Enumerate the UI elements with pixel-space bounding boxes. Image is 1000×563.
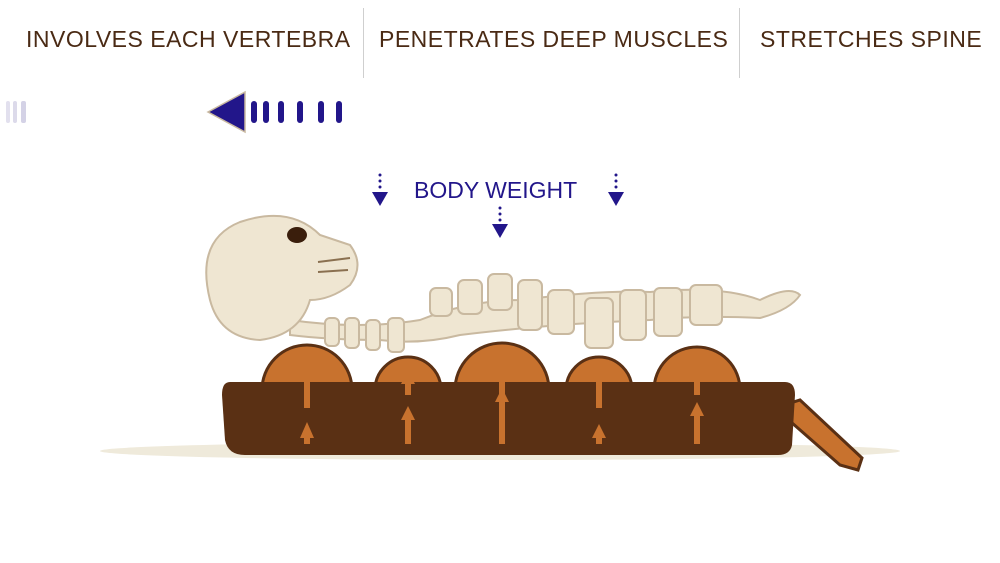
body-weight-label: BODY WEIGHT bbox=[414, 177, 578, 203]
divider bbox=[363, 8, 364, 78]
direction-arrow bbox=[6, 90, 342, 134]
weight-arrows bbox=[372, 173, 624, 238]
divider bbox=[739, 8, 740, 78]
mat bbox=[222, 360, 864, 472]
feature-penetrates-deep-muscles: PENETRATES DEEP MUSCLES bbox=[379, 26, 729, 52]
feature-involves-each-vertebra: INVOLVES EACH VERTEBRA bbox=[26, 26, 351, 52]
skeleton bbox=[205, 214, 802, 353]
feature-stretches-spine: STRETCHES SPINE bbox=[760, 26, 983, 52]
